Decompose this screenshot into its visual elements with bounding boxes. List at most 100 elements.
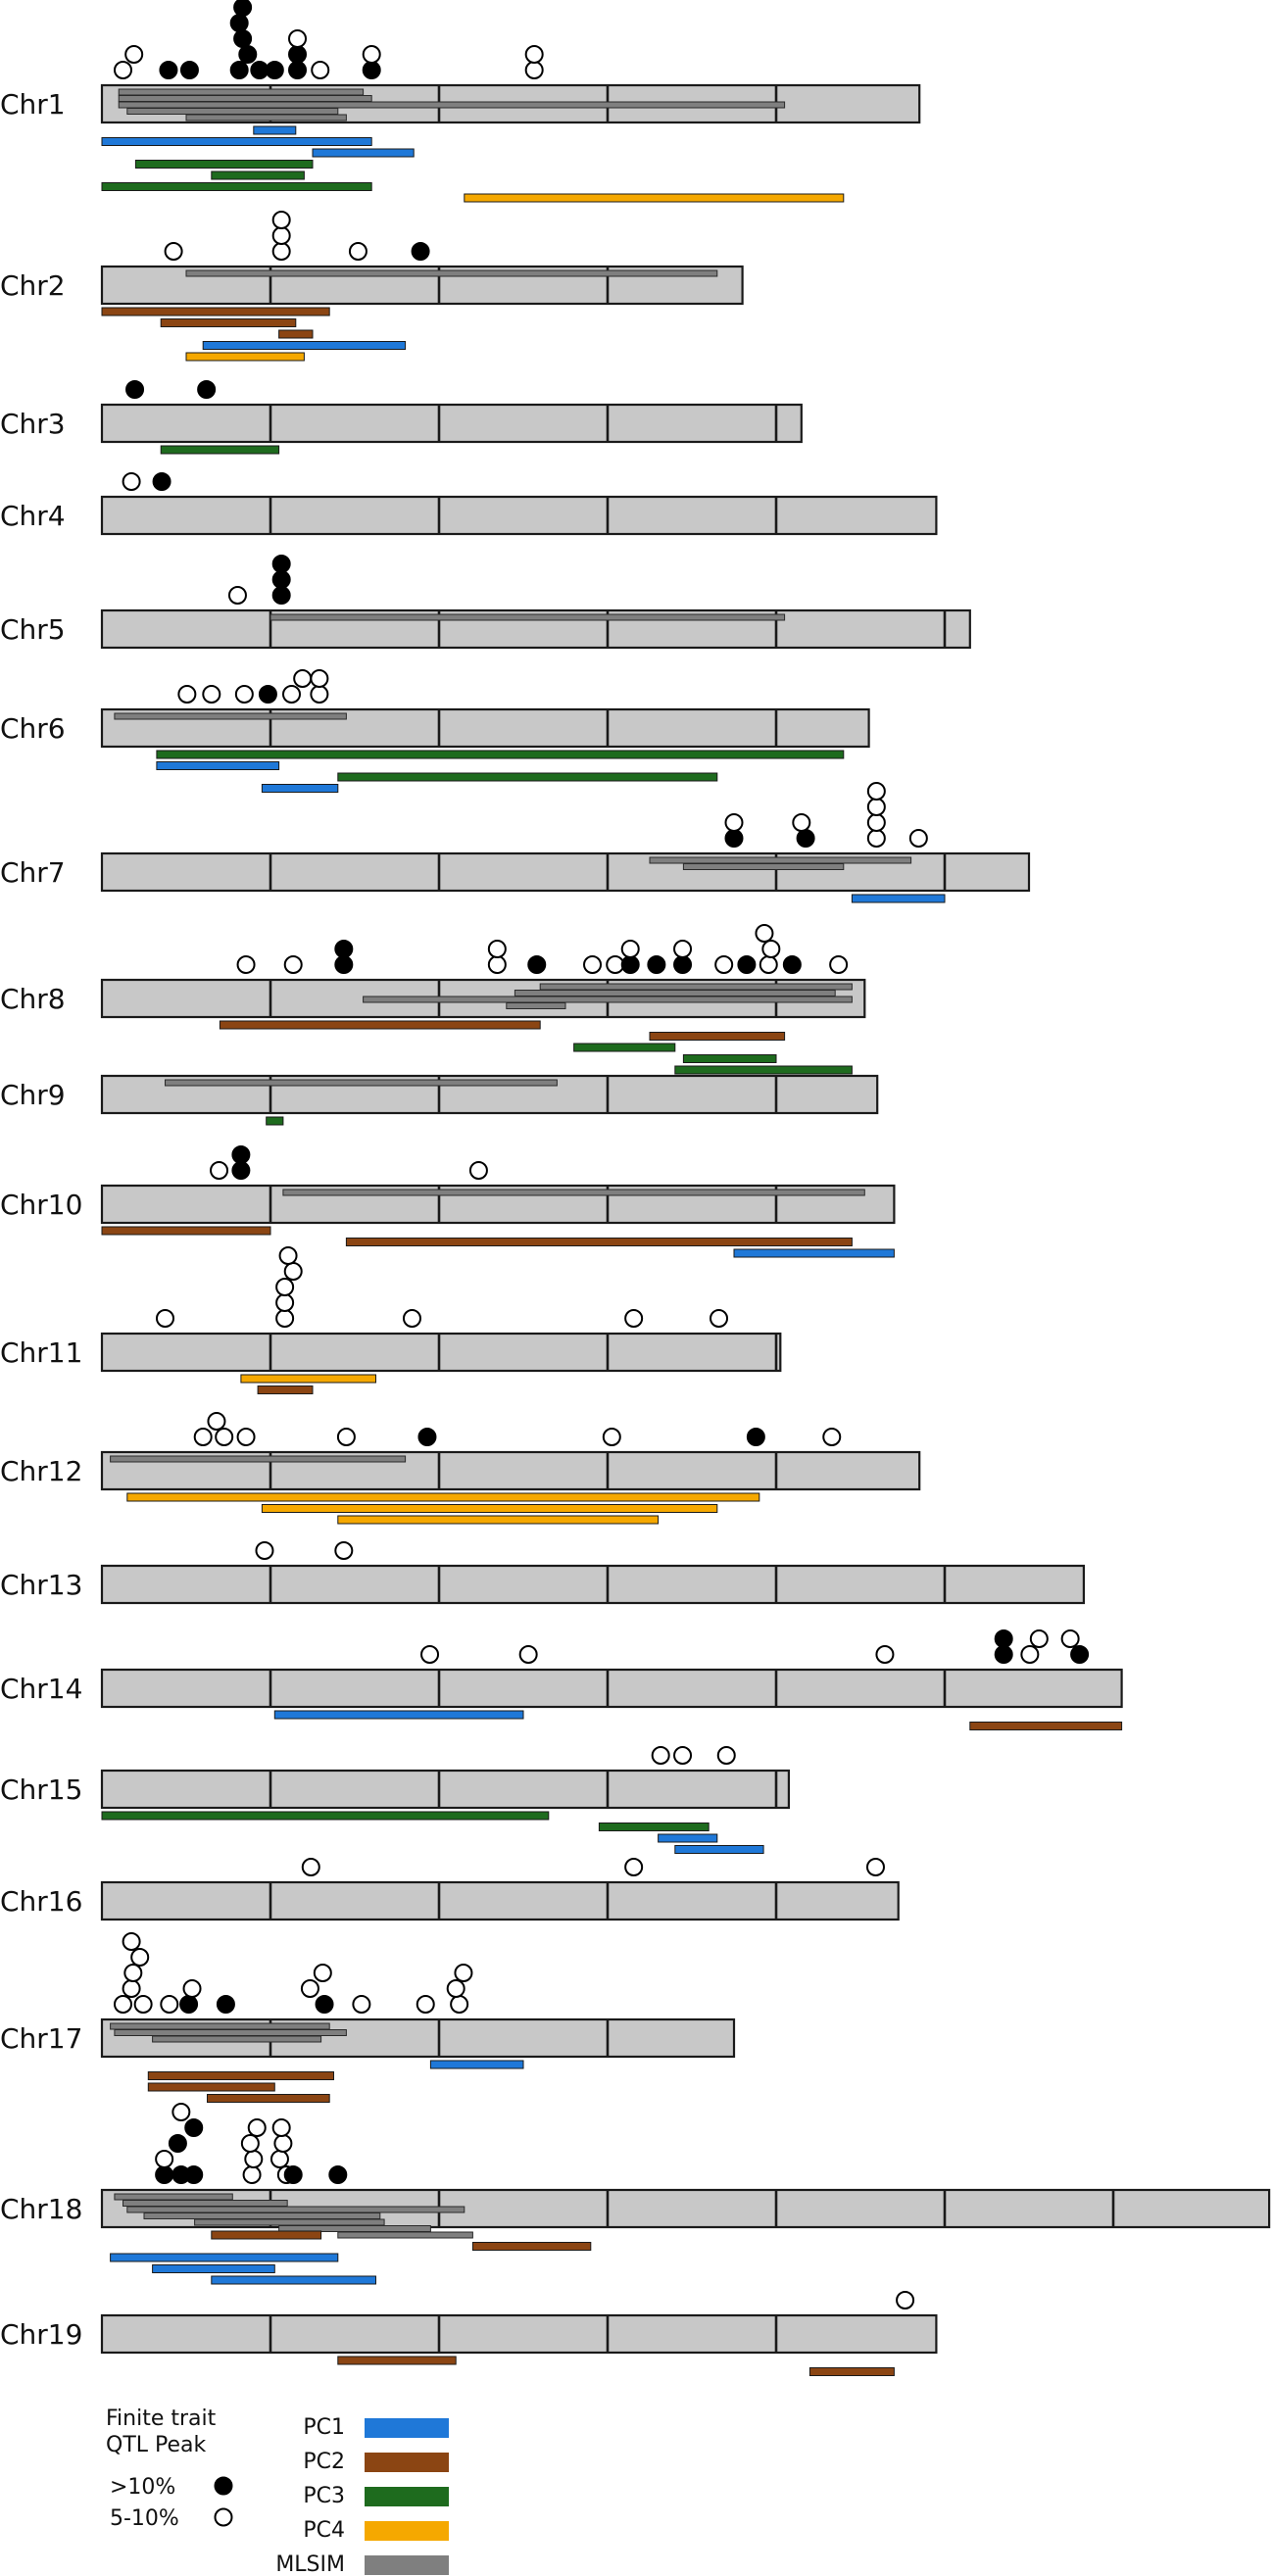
qtl-peak-minor: [865, 1858, 885, 1876]
qtl-peak-minor: [177, 685, 197, 704]
qtl-peak-minor: [724, 813, 744, 832]
qtl-peak-minor: [416, 1995, 435, 2014]
qtl-peak-minor: [518, 1645, 538, 1664]
qtl-peak-minor: [755, 924, 774, 943]
qtl-peak-major: [233, 29, 253, 48]
pc3-interval: [160, 445, 280, 455]
qtl-peak-major: [229, 61, 249, 79]
mlsim-interval: [194, 2218, 385, 2226]
qtl-peak-minor: [348, 242, 367, 261]
legend-bar-label: PC1: [303, 2415, 345, 2440]
chromosome-label: Chr3: [0, 408, 66, 440]
mlsim-interval: [118, 95, 372, 102]
mlsim-interval: [649, 856, 912, 864]
qtl-peak-major: [197, 380, 217, 399]
qtl-peak-minor: [282, 685, 301, 704]
mlsim-interval: [110, 1455, 407, 1463]
qtl-peak-minor: [402, 1309, 421, 1328]
qtl-peak-major: [216, 1995, 235, 2014]
chromosome-label: Chr15: [0, 1774, 82, 1806]
pc1-interval: [110, 2253, 339, 2262]
chromosome-chr2: Chr2: [0, 211, 744, 362]
legend-peak-label: 5-10%: [110, 2506, 179, 2531]
chromosome-label: Chr13: [0, 1569, 82, 1601]
chromosome-body: [100, 1769, 791, 1810]
qtl-peak-major: [265, 61, 284, 79]
pc2-interval: [101, 1226, 271, 1236]
qtl-peak-minor: [271, 226, 291, 245]
qtl-peak-major: [231, 1161, 251, 1180]
qtl-peak-major: [724, 829, 744, 848]
chromosome-label: Chr2: [0, 269, 66, 302]
legend-peak-title: QTL Peak: [106, 2433, 207, 2457]
qtl-peak-minor: [761, 940, 781, 958]
qtl-peak-minor: [714, 955, 734, 974]
mlsim-interval: [126, 108, 339, 115]
qtl-peak-minor: [759, 955, 778, 974]
qtl-peak-minor: [362, 45, 381, 64]
pc1-interval: [156, 761, 280, 770]
pc2-interval: [211, 2230, 322, 2240]
qtl-peak-minor: [624, 1858, 644, 1876]
chromosome-chr7: Chr7: [0, 782, 1031, 903]
qtl-peak-major: [746, 1428, 765, 1446]
qtl-peak-major: [250, 61, 269, 79]
chromosome-chr18: Chr18: [0, 2103, 1271, 2285]
qtl-peak-major: [179, 61, 199, 79]
chromosome-chr16: Chr16: [0, 1858, 900, 1921]
qtl-peak-minor: [275, 1309, 295, 1328]
qtl-peak-minor: [446, 1979, 465, 1998]
qtl-peak-minor: [583, 955, 603, 974]
pc2-interval: [257, 1385, 314, 1394]
qtl-peak-minor: [271, 242, 291, 261]
pc2-interval: [101, 307, 330, 316]
pc2-interval: [147, 2071, 334, 2080]
qtl-peak-minor: [275, 1278, 295, 1296]
qtl-peak-minor: [866, 782, 886, 801]
qtl-peak-minor: [866, 813, 886, 832]
chromosome-label: Chr7: [0, 856, 66, 889]
qtl-peak-major: [233, 0, 253, 17]
qtl-peak-minor: [716, 1746, 736, 1765]
qtl-peak-minor: [288, 29, 308, 48]
pc1-interval: [658, 1833, 718, 1843]
legend-bar-label: PC2: [303, 2450, 345, 2474]
chromosome-body: [100, 1332, 782, 1373]
pc3-interval: [101, 1811, 550, 1821]
chromosome-chr9: Chr9: [0, 1074, 879, 1126]
chromosome-label: Chr18: [0, 2193, 82, 2225]
chromosome-label: Chr9: [0, 1079, 66, 1111]
qtl-peak-minor: [227, 586, 247, 605]
pc3-interval: [598, 1823, 710, 1831]
pc1-interval: [261, 784, 339, 793]
qtl-peak-minor: [313, 1964, 332, 1982]
legend-open-dot: [214, 2507, 233, 2527]
legend-peak-label: >10%: [110, 2475, 175, 2500]
pc3-interval: [101, 182, 372, 191]
pc3-interval: [337, 772, 718, 782]
chromosome-body: [100, 2313, 938, 2355]
qtl-peak-major: [288, 45, 308, 64]
legend-swatch-pc1: [365, 2418, 449, 2438]
pc2-interval: [207, 2094, 330, 2103]
qtl-peak-minor: [114, 61, 132, 79]
qtl-peak-minor: [215, 1428, 234, 1446]
mlsim-interval: [114, 2029, 347, 2036]
chromosome-body: [100, 495, 938, 536]
mlsim-interval: [143, 2212, 381, 2219]
qtl-peak-minor: [487, 955, 507, 974]
qtl-peak-minor: [651, 1746, 670, 1765]
chromosome-label: Chr11: [0, 1337, 82, 1369]
mlsim-interval: [185, 114, 347, 122]
pc3-interval: [266, 1116, 284, 1126]
qtl-peak-major: [271, 586, 291, 605]
qtl-peak-minor: [602, 1428, 621, 1446]
chromosome-label: Chr10: [0, 1189, 82, 1221]
qtl-peak-minor: [210, 1161, 229, 1180]
qtl-peak-major: [271, 555, 291, 573]
pc2-interval: [219, 1020, 541, 1030]
qtl-peak-minor: [278, 1246, 298, 1265]
mlsim-interval: [126, 2206, 465, 2213]
qtl-peak-minor: [133, 1995, 153, 2014]
